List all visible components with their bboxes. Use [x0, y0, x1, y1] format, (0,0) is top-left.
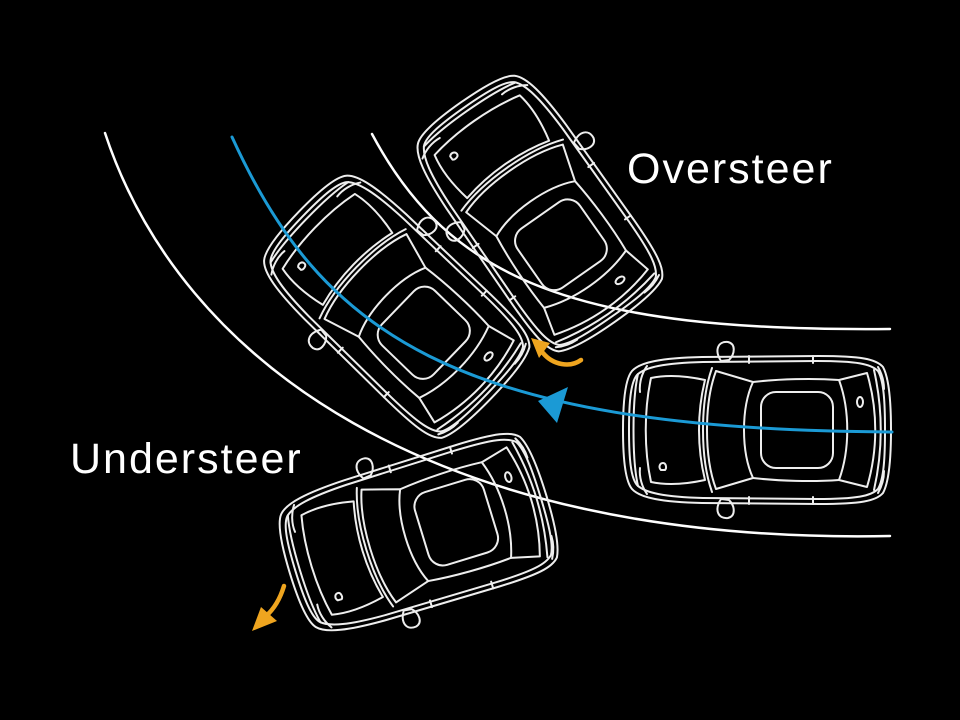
road-inner-edge-line — [370, 132, 892, 331]
car-oversteer-mid-icon — [236, 147, 554, 463]
oversteer-label: Oversteer — [627, 145, 834, 193]
car-understeer-icon — [263, 409, 573, 659]
car-oversteer-end-icon — [387, 50, 689, 374]
understeer-direction-arrow-icon — [252, 583, 287, 631]
road-outer-edge-line — [103, 131, 892, 538]
car-entry-icon — [622, 340, 892, 520]
ideal-path-line — [230, 135, 894, 434]
path-direction-arrow-icon — [538, 387, 568, 423]
oversteer-rotation-arrow-icon — [531, 338, 584, 367]
understeer-label: Understeer — [70, 435, 303, 483]
